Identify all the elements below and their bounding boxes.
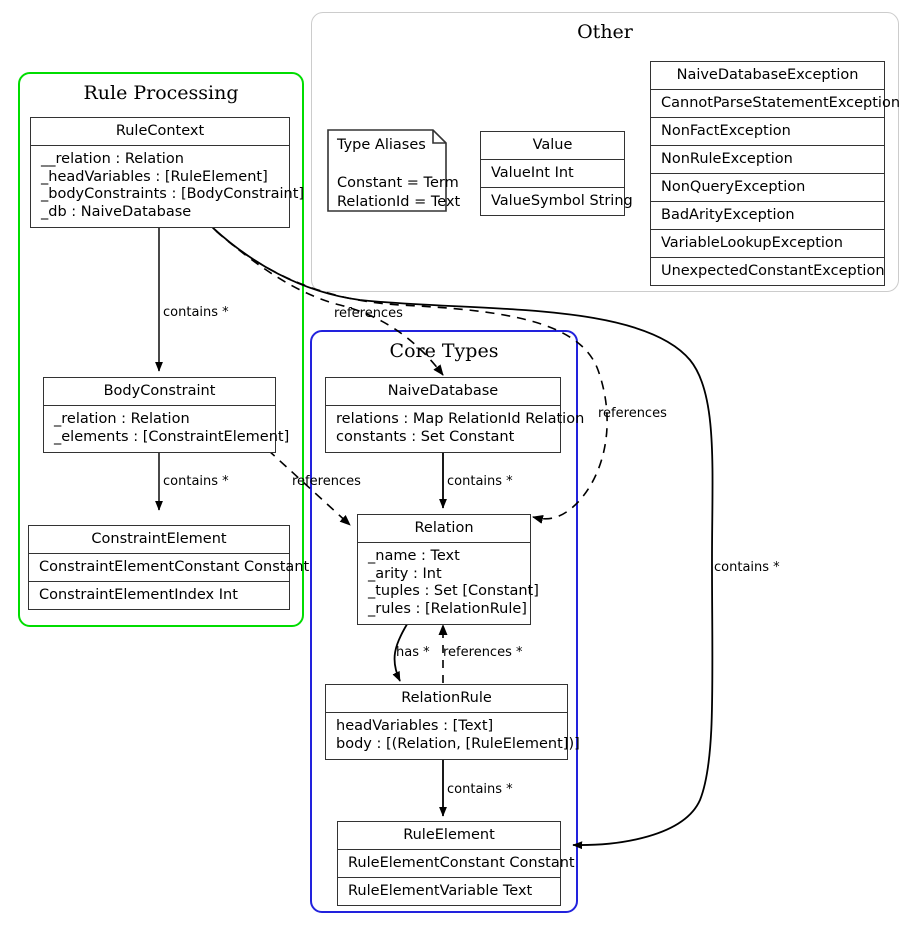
exception-item-7: UnexpectedConstantException: [661, 263, 885, 279]
exception-item-2: NonFactException: [661, 123, 791, 139]
divider: [651, 257, 884, 258]
class-value-row-1: ValueSymbol String: [491, 193, 633, 209]
class-ruleelement[interactable]: RuleElement RuleElementConstant Constant…: [337, 821, 575, 906]
edge-label-relationrule-relation: references *: [443, 645, 523, 660]
divider: [651, 89, 884, 90]
divider: [481, 159, 624, 160]
exception-item-6: VariableLookupException: [661, 235, 843, 251]
class-value[interactable]: Value ValueInt Int ValueSymbol String: [480, 131, 633, 216]
class-ruleelement-name: RuleElement: [403, 827, 495, 843]
class-exception-list[interactable]: NaiveDatabaseException CannotParseStatem…: [650, 61, 901, 286]
class-constraintelement-row-0: ConstraintElementConstant Constant: [39, 559, 310, 575]
class-bodyconstraint-name: BodyConstraint: [103, 383, 216, 399]
divider: [651, 145, 884, 146]
class-naivedatabase-name: NaiveDatabase: [387, 383, 499, 399]
note-type-aliases-text: Type Aliases Constant = Term RelationId …: [337, 137, 461, 210]
edge-label-rulecontext-relation: references: [598, 406, 667, 421]
package-other-title: Other: [577, 21, 633, 43]
class-value-row-0: ValueInt Int: [491, 165, 574, 181]
class-exception-name: NaiveDatabaseException: [676, 67, 859, 83]
edge-label-bodyconstraint-constraintelement: contains *: [163, 474, 229, 489]
divider: [338, 877, 560, 878]
class-relationrule[interactable]: RelationRule headVariables : [Text] body…: [325, 684, 580, 760]
exception-item-1: CannotParseStatementException: [661, 95, 901, 111]
exception-item-3: NonRuleException: [661, 151, 793, 167]
class-constraintelement[interactable]: ConstraintElement ConstraintElementConst…: [28, 525, 310, 610]
edge-label-naivedatabase-relation: contains *: [447, 474, 513, 489]
class-naivedatabase-attrs: relations : Map RelationId Relation cons…: [336, 411, 585, 445]
edge-label-relation-relationrule: has *: [396, 645, 430, 660]
exception-item-4: NonQueryException: [661, 179, 806, 195]
class-rulecontext[interactable]: RuleContext __relation : Relation _headV…: [30, 117, 305, 228]
class-relation-name: Relation: [414, 520, 474, 536]
divider: [338, 849, 560, 850]
divider: [651, 173, 884, 174]
package-core-types-title: Core Types: [389, 340, 499, 362]
class-bodyconstraint[interactable]: BodyConstraint _relation : Relation _ele…: [43, 377, 290, 453]
class-rulecontext-name: RuleContext: [115, 123, 205, 139]
note-type-aliases: Type Aliases Constant = Term RelationId …: [327, 129, 460, 212]
class-naivedatabase[interactable]: NaiveDatabase relations : Map RelationId…: [325, 377, 585, 453]
class-relation-attrs: _name : Text _arity : Int _tuples : Set …: [368, 548, 539, 617]
class-constraintelement-row-1: ConstraintElementIndex Int: [39, 587, 238, 603]
class-relation[interactable]: Relation _name : Text _arity : Int _tupl…: [357, 514, 539, 625]
class-ruleelement-row-1: RuleElementVariable Text: [348, 883, 533, 899]
divider: [29, 581, 289, 582]
class-ruleelement-row-0: RuleElementConstant Constant: [348, 855, 575, 871]
edge-label-rulecontext-bodyconstraint: contains *: [163, 305, 229, 320]
divider: [31, 145, 289, 146]
divider: [481, 187, 624, 188]
note-shape: [327, 129, 447, 212]
divider: [651, 201, 884, 202]
package-rule-processing-title: Rule Processing: [83, 82, 239, 104]
edge-label-rulecontext-ruleelement: contains *: [714, 560, 780, 575]
class-bodyconstraint-attrs: _relation : Relation _elements : [Constr…: [54, 411, 290, 445]
class-value-name: Value: [532, 137, 573, 153]
divider: [29, 553, 289, 554]
class-relationrule-name: RelationRule: [401, 690, 492, 706]
divider: [44, 405, 275, 406]
exception-item-5: BadArityException: [661, 207, 795, 223]
class-constraintelement-name: ConstraintElement: [91, 531, 227, 547]
edge-label-bodyconstraint-relation: references: [292, 474, 361, 489]
edge-label-relationrule-ruleelement: contains *: [447, 782, 513, 797]
class-rulecontext-attrs: __relation : Relation _headVariables : […: [41, 151, 305, 220]
divider: [651, 229, 884, 230]
edge-label-rulecontext-naivedatabase: references: [334, 306, 403, 321]
class-relationrule-attrs: headVariables : [Text] body : [(Relation…: [336, 718, 580, 752]
divider: [651, 117, 884, 118]
